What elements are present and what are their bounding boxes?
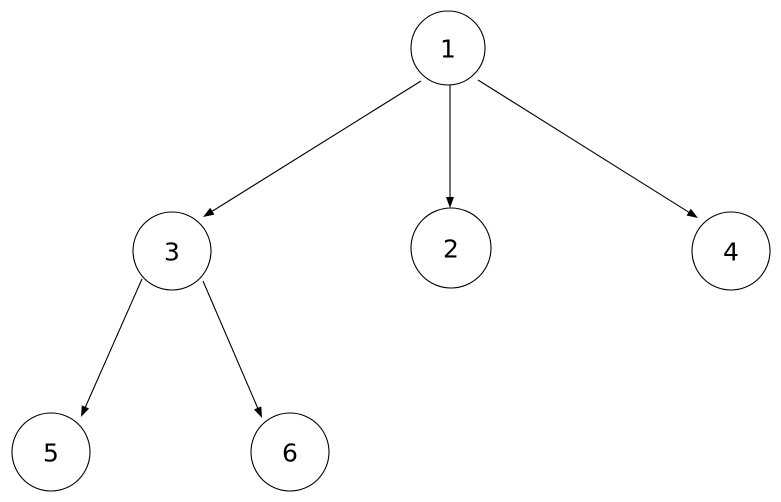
node-label: 3 bbox=[164, 238, 180, 267]
edge-3-to-6 bbox=[202, 280, 262, 418]
arrowhead-icon bbox=[203, 207, 215, 217]
node-3[interactable]: 3 bbox=[132, 211, 212, 291]
edge-1-to-3 bbox=[203, 80, 422, 217]
node-5[interactable]: 5 bbox=[11, 412, 91, 492]
edge-3-to-5 bbox=[81, 278, 143, 417]
arrowhead-icon bbox=[253, 406, 262, 418]
arrowhead-icon bbox=[81, 405, 90, 417]
edge-line bbox=[84, 278, 143, 409]
node-4[interactable]: 4 bbox=[691, 211, 771, 291]
node-6[interactable]: 6 bbox=[250, 412, 330, 492]
edge-line bbox=[477, 79, 691, 214]
arrowhead-icon bbox=[686, 208, 698, 218]
edges-layer bbox=[81, 79, 698, 418]
arrowhead-icon bbox=[446, 197, 454, 208]
node-label: 4 bbox=[723, 238, 739, 267]
node-label: 5 bbox=[43, 439, 59, 468]
node-label: 2 bbox=[443, 235, 459, 264]
edge-1-to-4 bbox=[477, 79, 698, 218]
edge-line bbox=[210, 80, 422, 213]
node-label: 6 bbox=[282, 439, 298, 468]
node-2[interactable]: 2 bbox=[410, 207, 492, 289]
node-1[interactable]: 1 bbox=[410, 10, 486, 86]
node-circle[interactable] bbox=[410, 10, 486, 86]
nodes-layer: 1 3 2 4 5 6 bbox=[11, 10, 771, 492]
edge-line bbox=[202, 280, 259, 410]
node-circle[interactable] bbox=[132, 211, 212, 291]
edge-1-to-2 bbox=[446, 85, 454, 208]
node-circle[interactable] bbox=[11, 412, 91, 492]
node-circle[interactable] bbox=[691, 211, 771, 291]
node-circle[interactable] bbox=[250, 412, 330, 492]
node-label: 1 bbox=[440, 35, 456, 64]
node-circle[interactable] bbox=[410, 207, 492, 289]
